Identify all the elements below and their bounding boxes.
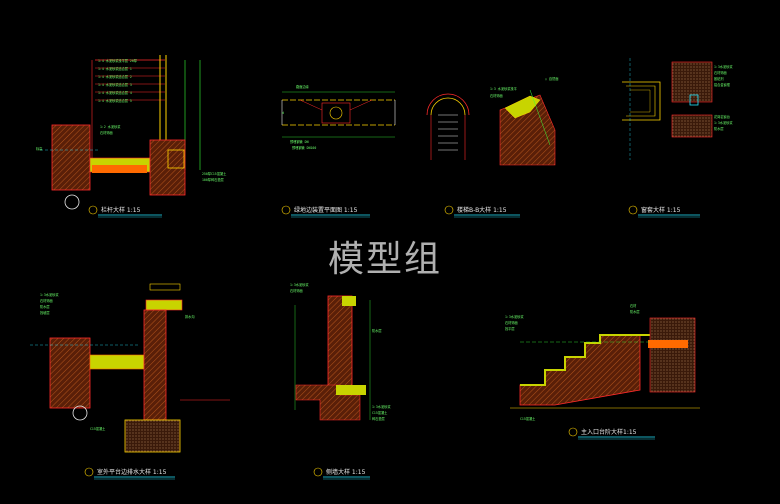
svg-text:防水层: 防水层 xyxy=(40,304,50,309)
svg-text:胶粘剂: 胶粘剂 xyxy=(714,76,724,81)
detail-title-5-text: 室外平台边排水大样 1:15 xyxy=(97,468,167,476)
detail-title-1: 栏杆大样 1:15 xyxy=(88,205,162,218)
svg-text:花岗岩窗台: 花岗岩窗台 xyxy=(714,114,730,119)
svg-text:路面边缘: 路面边缘 xyxy=(296,84,310,89)
detail-title-2-text: 绿地边装置平面图 1:15 xyxy=(294,206,358,214)
detail-title-1-text: 栏杆大样 1:15 xyxy=(101,206,141,214)
svg-text:碎石垫层: 碎石垫层 xyxy=(372,416,385,421)
svg-text:排水沟: 排水沟 xyxy=(185,314,195,319)
detail-title-7: 主入口台阶大样1:15 xyxy=(568,427,655,440)
svg-text:石材: 石材 xyxy=(630,303,637,308)
svg-text:d: d xyxy=(282,111,284,115)
svg-text:C15混凝土: C15混凝土 xyxy=(90,426,106,431)
detail-title-6-text: 侧墙大样 1:15 xyxy=(326,468,366,476)
svg-text:标高: 标高 xyxy=(36,146,42,151)
svg-text:石材饰面: 石材饰面 xyxy=(714,70,727,75)
svg-text:1:3水泥砂浆: 1:3水泥砂浆 xyxy=(714,120,733,125)
detail-3-stair-drawing: 1:3 水泥砂浆找平 石材饰面 ○ 自然面 xyxy=(426,76,558,166)
detail-title-4: 窗套大样 1:15 xyxy=(628,205,700,218)
svg-text:石材饰面: 石材饰面 xyxy=(40,298,53,303)
svg-text:防水层: 防水层 xyxy=(714,126,724,131)
svg-text:找坡层: 找坡层 xyxy=(40,310,50,315)
svg-text:1:3水泥砂浆: 1:3水泥砂浆 xyxy=(505,314,524,319)
svg-text:1:3水泥砂浆: 1:3水泥砂浆 xyxy=(714,64,733,69)
detail-title-3-text: 楼梯B-B大样 1:15 xyxy=(457,206,507,214)
svg-text:预埋钢管 DN100: 预埋钢管 DN100 xyxy=(292,145,316,150)
svg-text:1:3水泥砂浆: 1:3水泥砂浆 xyxy=(372,404,391,409)
detail-1-railing-drawing: 1:4 水泥砂浆找平层 20厚 1:4 水泥砂浆结合层 1 1:4 水泥砂浆结合… xyxy=(36,55,227,210)
detail-title-2: 绿地边装置平面图 1:15 xyxy=(281,205,370,218)
svg-text:1:3 水泥砂浆找平: 1:3 水泥砂浆找平 xyxy=(490,86,518,91)
svg-text:○ 自然面: ○ 自然面 xyxy=(545,76,558,81)
svg-text:250厚C15混凝土: 250厚C15混凝土 xyxy=(202,171,227,176)
detail-6-wall-drawing: 1:3水泥砂浆 石材饰面 防水层 1:3水泥砂浆 C15混凝土 碎石垫层 xyxy=(290,282,391,421)
detail-title-6: 侧墙大样 1:15 xyxy=(313,467,370,480)
svg-text:石材饰面: 石材饰面 xyxy=(505,320,518,325)
svg-text:C15混凝土: C15混凝土 xyxy=(520,416,536,421)
svg-text:1:3水泥砂浆: 1:3水泥砂浆 xyxy=(290,282,309,287)
svg-text:铝合金窗框: 铝合金窗框 xyxy=(714,82,731,87)
svg-text:1:2 水泥砂浆: 1:2 水泥砂浆 xyxy=(100,124,121,129)
svg-text:找平层: 找平层 xyxy=(505,326,515,331)
detail-title-7-text: 主入口台阶大样1:15 xyxy=(581,428,637,436)
svg-text:防水层: 防水层 xyxy=(630,309,640,314)
svg-text:防水层: 防水层 xyxy=(372,328,382,333)
svg-text:1:3水泥砂浆: 1:3水泥砂浆 xyxy=(40,292,59,297)
detail-title-4-text: 窗套大样 1:15 xyxy=(641,206,681,214)
svg-text:石材饰面: 石材饰面 xyxy=(290,288,303,293)
watermark-text: 模型组 xyxy=(328,239,443,280)
svg-text:石材饰面: 石材饰面 xyxy=(490,93,503,98)
detail-title-3: 楼梯B-B大样 1:15 xyxy=(444,205,520,218)
svg-text:1:4 水泥砂浆结合层 1: 1:4 水泥砂浆结合层 1 xyxy=(98,66,132,71)
svg-text:石材饰面: 石材饰面 xyxy=(100,130,113,135)
svg-text:1:4 水泥砂浆结合层 4: 1:4 水泥砂浆结合层 4 xyxy=(98,90,132,95)
detail-4-window-drawing: 1:3水泥砂浆 石材饰面 胶粘剂 铝合金窗框 花岗岩窗台 1:3水泥砂浆 防水层 xyxy=(622,58,733,160)
svg-text:1:4 水泥砂浆结合层 3: 1:4 水泥砂浆结合层 3 xyxy=(98,82,132,87)
svg-text:1:4 水泥砂浆找平层 20厚: 1:4 水泥砂浆找平层 20厚 xyxy=(98,58,138,63)
detail-title-5: 室外平台边排水大样 1:15 xyxy=(84,467,175,480)
svg-text:1:4 水泥砂浆结合层 2: 1:4 水泥砂浆结合层 2 xyxy=(98,74,132,79)
svg-text:1:4 水泥砂浆结合层 5: 1:4 水泥砂浆结合层 5 xyxy=(98,98,132,103)
svg-text:C15混凝土: C15混凝土 xyxy=(372,410,388,415)
detail-5-drainage-drawing: 1:3水泥砂浆 石材饰面 防水层 找坡层 C15混凝土 排水沟 xyxy=(30,283,230,453)
detail-2-plan-drawing: 路面边缘 预埋钢管 DN 预埋钢管 DN100 d xyxy=(281,84,396,150)
svg-text:100厚碎石垫层: 100厚碎石垫层 xyxy=(202,177,224,182)
svg-text:预埋钢管 DN: 预埋钢管 DN xyxy=(290,139,309,144)
detail-7-steps-drawing: 1:3水泥砂浆 石材饰面 找平层 防水层 石材 C15混凝土 xyxy=(505,303,700,421)
